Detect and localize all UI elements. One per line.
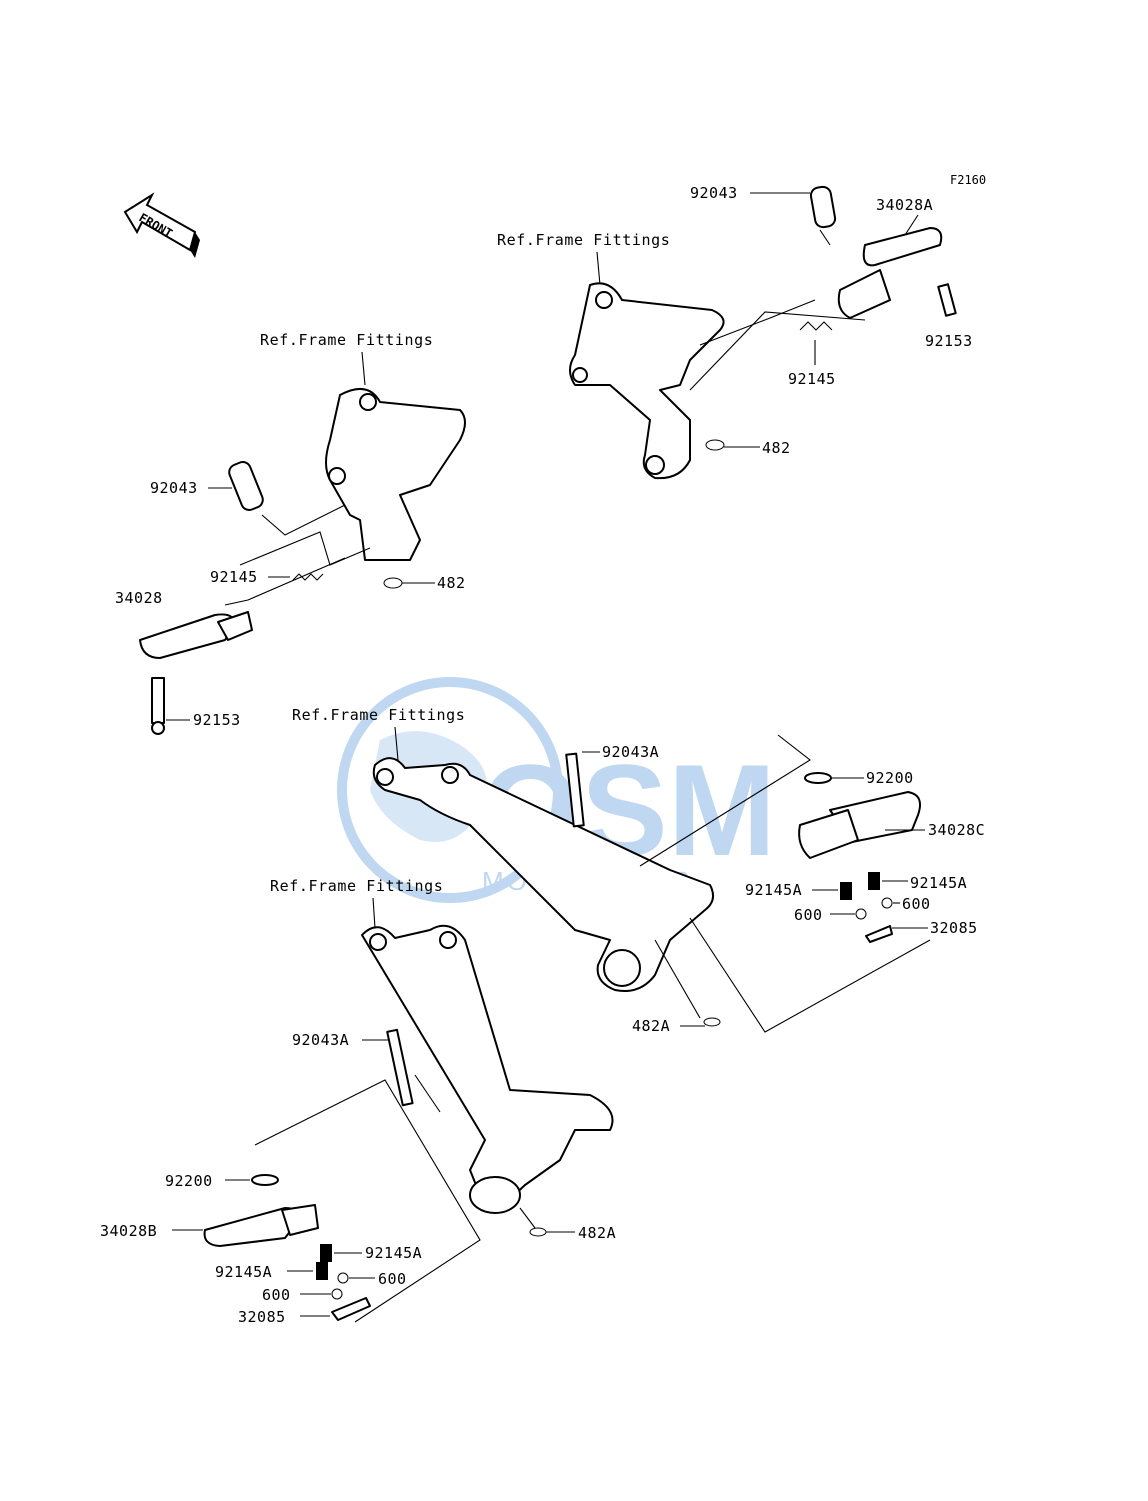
pin-92043A-lower (386, 1028, 414, 1107)
part-label: 600 (794, 906, 823, 924)
pin-92043-left (228, 461, 264, 511)
part-label: 32085 (930, 919, 978, 937)
part-label: 600 (902, 895, 931, 913)
part-label: 32085 (238, 1308, 286, 1326)
spring-92145A-lower-right (320, 1244, 332, 1262)
circlip-482-top-right (705, 439, 725, 451)
center-upper-assembly: Ref.Frame Fittings 92043A 92200 34028C 9… (292, 706, 985, 1035)
bracket-hole (441, 766, 459, 784)
washer-92200-lower (251, 1174, 279, 1186)
rear-bracket-right (569, 282, 725, 480)
bracket-hole (595, 291, 613, 309)
spring-92145-top-right (799, 321, 833, 331)
ref-frame-fittings-center-lower: Ref.Frame Fittings (270, 877, 443, 895)
part-label: 92043 (150, 479, 198, 497)
bracket-hole (439, 931, 457, 949)
footpeg-mount (798, 809, 859, 859)
ref-frame-fittings-top-right: Ref.Frame Fittings (497, 231, 670, 249)
circlip-482A-lower (529, 1227, 547, 1237)
part-label: 600 (378, 1270, 407, 1288)
part-label: 34028B (100, 1222, 157, 1240)
watermark-ring (337, 677, 563, 903)
left-assembly: Ref.Frame Fittings 92043 92145 482 34028… (115, 331, 466, 735)
part-label: 482 (762, 439, 791, 457)
part-label: 92200 (165, 1172, 213, 1190)
part-label: 34028A (876, 196, 933, 214)
pin-92043A-upper (565, 752, 585, 828)
spring-92145A-upper-left (840, 882, 852, 900)
diagram-code: F2160 (950, 173, 986, 187)
ref-frame-fittings-center-upper: Ref.Frame Fittings (292, 706, 465, 724)
spring-92145A-lower-left (316, 1262, 328, 1280)
part-label: 92145A (365, 1244, 422, 1262)
bracket-hole (572, 367, 588, 383)
bracket-hole (328, 467, 346, 485)
bracket-hole (376, 768, 394, 786)
part-label: 92145 (210, 568, 258, 586)
center-lower-assembly: Ref.Frame Fittings 92043A 92200 34028B 9… (100, 877, 616, 1326)
footpeg-mount (217, 611, 253, 641)
footpeg-34028A (862, 227, 943, 267)
part-label: 92145A (745, 881, 802, 899)
circlip-482-left (383, 577, 403, 589)
pin-92043-top-right (809, 185, 837, 229)
part-label: 92043A (292, 1031, 349, 1049)
part-label: 92145A (215, 1263, 272, 1281)
bracket-boss (603, 949, 641, 987)
rear-bracket-center-upper (372, 757, 715, 992)
front-direction-arrow-icon: FRONT (123, 192, 200, 258)
washer-92200-upper (804, 772, 832, 784)
ball-600-lower-right (337, 1272, 349, 1284)
ball-600-upper-left (855, 908, 867, 920)
part-label: 34028C (928, 821, 985, 839)
ball-600-upper-right (881, 897, 893, 909)
part-label: 482A (632, 1017, 670, 1035)
spring-92145A-upper-right (868, 872, 880, 890)
top-right-assembly: Ref.Frame Fittings 92043 34028A 92153 92… (497, 184, 973, 480)
part-label: 34028 (115, 589, 163, 607)
part-label: 92153 (925, 332, 973, 350)
bolt-92153-top-right (937, 283, 957, 317)
part-label: 92043 (690, 184, 738, 202)
ball-600-lower-left (331, 1288, 343, 1300)
part-label: 92200 (866, 769, 914, 787)
part-label: 92153 (193, 711, 241, 729)
part-label: 92043A (602, 743, 659, 761)
part-label: 92145 (788, 370, 836, 388)
bolt-92153-left (151, 677, 165, 724)
footpeg-mount (281, 1204, 319, 1236)
bracket-boss (469, 1176, 521, 1214)
bracket-hole (359, 393, 377, 411)
ref-frame-fittings-left: Ref.Frame Fittings (260, 331, 433, 349)
bracket-hole (645, 455, 665, 475)
front-bracket-left (325, 387, 466, 561)
detent-32085-upper (865, 925, 893, 943)
bracket-hole (369, 933, 387, 951)
part-label: 600 (262, 1286, 291, 1304)
bolt-head (151, 721, 165, 735)
part-label: 482A (578, 1224, 616, 1242)
footpeg-mount (837, 269, 891, 319)
part-label: 92145A (910, 874, 967, 892)
part-label: 482 (437, 574, 466, 592)
detent-32085-lower (331, 1297, 371, 1321)
circlip-482A-upper (703, 1017, 721, 1027)
spring-92145-left (292, 573, 324, 581)
